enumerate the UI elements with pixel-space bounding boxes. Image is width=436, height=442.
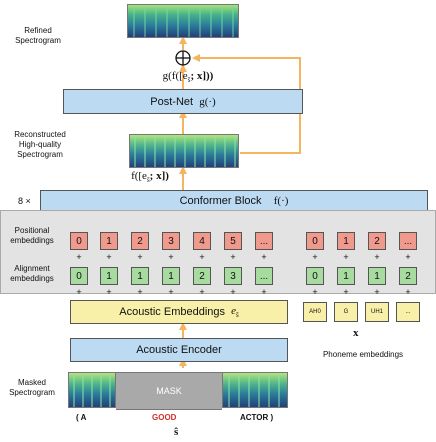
refined-spectrogram (127, 4, 239, 38)
word-actor: ACTOR ) (240, 413, 274, 422)
phoneme-alignment-cell: 1 (368, 267, 386, 285)
plus-sign: + (230, 287, 236, 297)
post-net-block: Post-Net g(·) (63, 89, 303, 114)
plus-sign: + (374, 252, 380, 262)
phoneme-box: UH1 (365, 302, 389, 322)
acoustic-encoder-block: Acoustic Encoder (70, 338, 288, 362)
refined-formula: g(f([eŝ; x])) (162, 70, 214, 85)
phoneme-alignment-cell: 0 (306, 267, 324, 285)
alignment-label: Alignment embeddings (10, 264, 54, 283)
acoustic-positional-cell: 1 (100, 232, 118, 250)
plus-sign: + (199, 252, 205, 262)
plus-sign: + (261, 252, 267, 262)
word-good: GOOD (152, 413, 177, 422)
acoustic-positional-cell: 3 (162, 232, 180, 250)
acoustic-alignment-cell: 1 (131, 267, 149, 285)
phoneme-box: G (334, 302, 358, 322)
acoustic-positional-cell: 5 (224, 232, 242, 250)
phoneme-embeddings-label: Phoneme embeddings (322, 350, 404, 359)
x-label: x (353, 327, 359, 339)
acoustic-alignment-cell: 1 (162, 267, 180, 285)
plus-sign: + (230, 252, 236, 262)
acoustic-alignment-cell: 3 (224, 267, 242, 285)
plus-sign: + (312, 287, 318, 297)
reconstructed-label: Reconstructed High-quality Spectrogram (14, 130, 66, 159)
plus-sign: + (374, 287, 380, 297)
masked-label: Masked Spectrogram (9, 378, 55, 397)
acoustic-alignment-cell: ... (255, 267, 273, 285)
phoneme-box: AH0 (303, 302, 327, 322)
masked-spectrogram-left (68, 372, 116, 408)
plus-sign: + (106, 287, 112, 297)
acoustic-alignment-cell: 1 (100, 267, 118, 285)
phoneme-alignment-cell: 2 (399, 267, 417, 285)
acoustic-embeddings-block: Acoustic Embeddings eŝ (70, 300, 288, 324)
plus-sign: + (168, 287, 174, 297)
conformer-output-formula: f([eŝ; x]) (131, 170, 169, 185)
acoustic-positional-cell: ... (255, 232, 273, 250)
plus-sign: + (405, 252, 411, 262)
masked-spectrogram-right (222, 372, 288, 408)
reconstructed-spectrogram (129, 134, 239, 168)
refined-label: Refined Spectrogram (15, 26, 61, 45)
plus-sign: + (168, 252, 174, 262)
word-a: ( A (76, 413, 87, 422)
acoustic-positional-cell: 4 (193, 232, 211, 250)
plus-sign: + (405, 287, 411, 297)
phoneme-box: ... (396, 302, 420, 322)
phoneme-positional-cell: ... (399, 232, 417, 250)
phoneme-positional-cell: 2 (368, 232, 386, 250)
acoustic-alignment-cell: 0 (70, 267, 88, 285)
plus-sign: + (137, 287, 143, 297)
acoustic-positional-cell: 2 (131, 232, 149, 250)
phoneme-alignment-cell: 1 (337, 267, 355, 285)
plus-sign: + (261, 287, 267, 297)
phoneme-positional-cell: 0 (306, 232, 324, 250)
acoustic-alignment-cell: 2 (193, 267, 211, 285)
s-hat-label: ŝ (174, 426, 179, 438)
plus-sign: + (199, 287, 205, 297)
phoneme-positional-cell: 1 (337, 232, 355, 250)
acoustic-positional-cell: 0 (70, 232, 88, 250)
positional-label: Positional embeddings (10, 226, 54, 245)
plus-sign: + (76, 287, 82, 297)
plus-sign: + (312, 252, 318, 262)
conformer-block: Conformer Block f(·) (40, 190, 428, 212)
repeat-label: 8 × (18, 196, 31, 206)
plus-sign: + (343, 252, 349, 262)
plus-sign: + (137, 252, 143, 262)
plus-sign: + (343, 287, 349, 297)
plus-sign: + (106, 252, 112, 262)
plus-sign: + (76, 252, 82, 262)
mask-region: MASK (116, 372, 222, 410)
